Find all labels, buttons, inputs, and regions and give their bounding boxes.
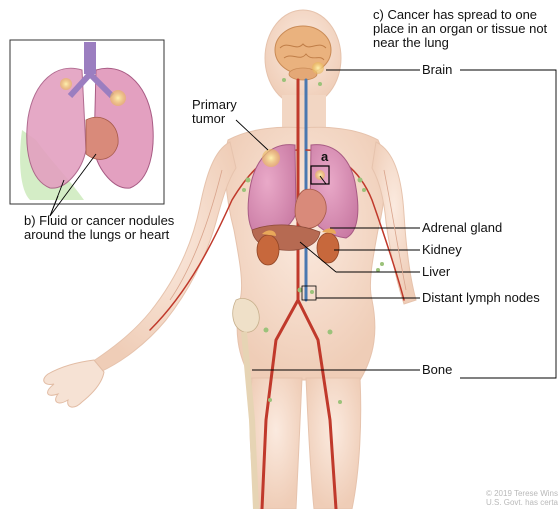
- brain-tumor: [312, 62, 324, 74]
- label-distant-lymph-nodes: Distant lymph nodes: [422, 291, 540, 305]
- inset-trachea: [84, 42, 96, 74]
- label-liver: Liver: [422, 265, 450, 279]
- label-primary-tumor: Primary tumor: [192, 98, 250, 126]
- right-hand: [44, 360, 104, 407]
- label-adrenal-gland: Adrenal gland: [422, 221, 502, 235]
- label-c-note: c) Cancer has spread to one place in an …: [373, 8, 559, 50]
- inset-lungs-panel: [10, 40, 164, 204]
- label-b-note: b) Fluid or cancer nodules around the lu…: [24, 214, 188, 242]
- copyright-line-1: © 2019 Terese Wins: [438, 489, 558, 498]
- label-a: a: [321, 150, 328, 164]
- primary-tumor-spot: [262, 149, 280, 167]
- copyright-line-2: U.S. Govt. has certa: [438, 498, 558, 507]
- copyright: © 2019 Terese Wins U.S. Govt. has certa: [438, 489, 558, 507]
- label-brain: Brain: [422, 63, 452, 77]
- neck: [282, 95, 326, 128]
- label-kidney: Kidney: [422, 243, 462, 257]
- label-bone: Bone: [422, 363, 452, 377]
